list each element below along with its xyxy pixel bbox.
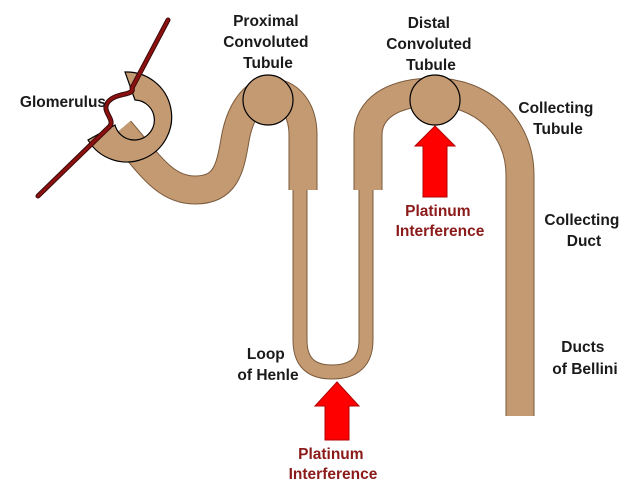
interference-arrow-lower — [315, 382, 359, 440]
label-loop-line-2: of Henle — [237, 367, 299, 384]
glomerulus-cup — [88, 72, 172, 162]
label-distal-line-1: Distal — [408, 15, 450, 32]
label-interference-upper: Platinum Interference — [396, 203, 485, 240]
label-distal-line-2: Convoluted — [386, 36, 471, 53]
label-bellini-line-1: Ducts — [561, 339, 604, 356]
interference-arrow-upper — [415, 126, 455, 197]
label-bellini-line-2: of Bellini — [552, 361, 617, 378]
loop-of-henle-outline — [300, 190, 366, 372]
label-collecting-duct: Collecting Duct — [544, 212, 623, 250]
label-collecting-tubule: Collecting Tubule — [518, 100, 597, 138]
label-proximal-line-3: Tubule — [243, 55, 293, 72]
label-proximal-line-2: Convoluted — [223, 34, 308, 51]
label-interference-lower: Platinum Interference — [289, 446, 378, 483]
label-collecting-duct-line-2: Duct — [567, 233, 601, 250]
proximal-marker-circle — [243, 75, 293, 125]
loop-of-henle — [300, 190, 366, 372]
label-collecting-tubule-line-1: Collecting — [518, 100, 593, 117]
label-proximal-convoluted-tubule: Proximal Convoluted Tubule — [223, 13, 313, 72]
label-glomerulus: Glomerulus — [20, 94, 106, 111]
label-distal-line-3: Tubule — [406, 57, 456, 74]
distal-marker-circle — [410, 75, 460, 125]
label-distal-convoluted-tubule: Distal Convoluted Tubule — [386, 15, 476, 74]
label-interference-upper-line-2: Interference — [396, 223, 485, 240]
label-interference-lower-line-2: Interference — [289, 466, 378, 483]
nephron-tubule — [120, 92, 520, 416]
label-collecting-tubule-line-2: Tubule — [533, 121, 583, 138]
label-loop-of-henle: Loop of Henle — [237, 346, 299, 384]
label-interference-upper-line-1: Platinum — [405, 203, 470, 220]
label-collecting-duct-line-1: Collecting — [544, 212, 619, 229]
label-proximal-line-1: Proximal — [233, 13, 298, 30]
label-loop-line-1: Loop — [247, 346, 285, 363]
label-interference-lower-line-1: Platinum — [298, 446, 363, 463]
label-ducts-of-bellini: Ducts of Bellini — [552, 339, 617, 378]
